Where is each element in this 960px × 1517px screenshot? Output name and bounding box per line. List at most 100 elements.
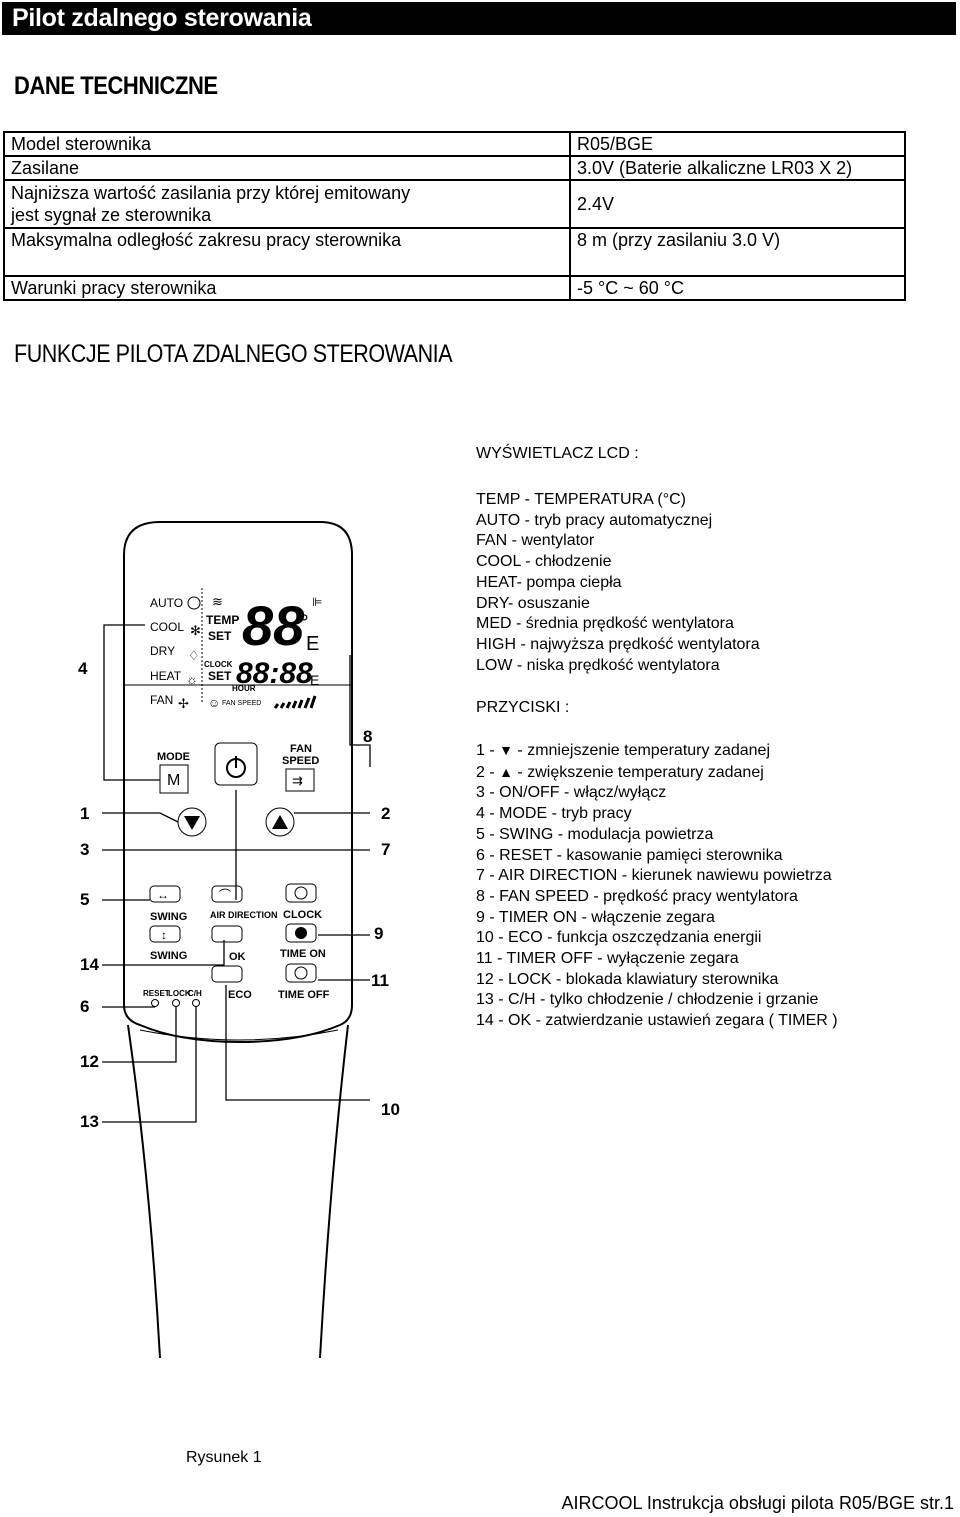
callout-10: 10 (381, 1100, 400, 1119)
page-footer: AIRCOOL Instrukcja obsługi pilota R05/BG… (561, 1493, 954, 1513)
signal-icon: ≋ (212, 594, 223, 609)
remote-control-illustration: AUTO COOL DRY HEAT FAN ✻ ♢ ☼ ✢ TEMP SET … (102, 521, 371, 1359)
lcd-mode-heat: HEAT (150, 669, 182, 683)
horizontal-arrow-icon: ↔ (157, 888, 169, 902)
callout-5: 5 (80, 890, 90, 909)
fan-speed-button[interactable] (285, 768, 315, 792)
temp-up-button[interactable] (265, 807, 295, 837)
up-triangle-icon (272, 815, 288, 829)
fan-speed-label-2: SPEED (282, 755, 319, 767)
buttons-legend: 1 - ▼ - zmniejszenie temperatury zadanej… (476, 740, 838, 1032)
callout-3: 3 (80, 840, 90, 859)
lcd-set-label: SET (208, 629, 232, 643)
ch-button[interactable] (192, 999, 200, 1007)
mode-button[interactable] (159, 764, 189, 794)
lcd-temp-label: TEMP (206, 613, 239, 627)
air-direction-label: AIR DIRECTION (210, 910, 278, 920)
callout-1: 1 (80, 804, 90, 823)
mode-label: MODE (157, 751, 190, 763)
remote-lower-panel-edge (139, 1029, 339, 1041)
list-item: COOL - chłodzenie (476, 553, 612, 571)
callout-4: 4 (78, 659, 88, 678)
callout-6: 6 (80, 997, 90, 1016)
table-row: Maksymalna odległość zakresu pracy stero… (3, 227, 906, 277)
clock-icon (294, 886, 308, 900)
fan-speed-arrow-icon: ⇉ (292, 773, 303, 788)
callout-leader-lines (102, 624, 371, 1123)
fan-speed-bars-icon (273, 695, 317, 709)
list-item: 4 - MODE - tryb pracy (476, 805, 632, 823)
down-triangle-icon: ▼ (499, 742, 513, 758)
reset-label: RESET (143, 989, 170, 998)
time-on-icon (295, 927, 307, 939)
spec-value: 3.0V (Baterie alkaliczne LR03 X 2) (569, 155, 906, 181)
lcd-set2-label: SET (208, 669, 232, 683)
list-item-text: - zwiększenie temperatury zadanej (512, 763, 764, 781)
list-item: 6 - RESET - kasowanie pamięci sterownika (476, 846, 783, 864)
power-button[interactable] (214, 742, 258, 786)
table-row: Najniższa wartość zasilania przy której … (3, 179, 906, 229)
drop-icon: ♢ (188, 648, 200, 663)
air-direction-button[interactable] (211, 885, 243, 903)
list-item: 10 - ECO - funkcja oszczędzania energii (476, 929, 762, 947)
time-on-button[interactable] (285, 923, 317, 943)
list-item: MED - średnia prędkość wentylatora (476, 615, 734, 633)
auto-icon (187, 596, 201, 610)
figure-caption: Rysunek 1 (186, 1449, 262, 1466)
lcd-display: AUTO COOL DRY HEAT FAN ✻ ♢ ☼ ✢ TEMP SET … (150, 588, 322, 711)
remote-body-outline (123, 521, 353, 1044)
list-item: 13 - C/H - tylko chłodzenie / chłodzenie… (476, 991, 819, 1009)
list-item: 2 - ▲ - zwiększenie temperatury zadanej (476, 762, 838, 784)
fan-speed-label-1: FAN (290, 743, 312, 755)
spec-label: Warunki pracy sterownika (3, 275, 571, 301)
list-item: DRY- osuszanie (476, 594, 590, 612)
list-item: 1 - ▼ - zmniejszenie temperatury zadanej (476, 740, 838, 762)
lock-button[interactable] (172, 999, 180, 1007)
lcd-temp-digits: 88 (242, 594, 305, 657)
list-item: AUTO - tryb pracy automatycznej (476, 511, 713, 529)
callout-8: 8 (363, 727, 373, 746)
swing-label-2: SWING (150, 950, 187, 962)
vertical-arrow-icon: ↕ (161, 928, 167, 942)
list-item: HIGH - najwyższa prędkość wentylatora (476, 635, 760, 653)
table-row: Model sterownika R05/BGE (3, 131, 906, 157)
list-item: FAN - wentylator (476, 532, 595, 550)
remote-body-bottom (127, 1024, 349, 1359)
lcd-fan-speed-label: FAN SPEED (222, 700, 261, 707)
spec-value: -5 °C ~ 60 °C (569, 275, 906, 301)
lcd-unit-e1: E (306, 633, 319, 655)
ch-label: C/H (188, 989, 202, 998)
list-item-prefix: 1 - (476, 742, 500, 759)
reset-button[interactable] (151, 999, 159, 1007)
clock-label: CLOCK (283, 909, 322, 921)
down-triangle-icon (184, 816, 200, 830)
clock-button[interactable] (285, 883, 317, 903)
lcd-degree: ° (300, 610, 309, 635)
table-row: Zasilane 3.0V (Baterie alkaliczne LR03 X… (3, 155, 906, 181)
spec-label: Model sterownika (3, 131, 571, 157)
spec-label: Zasilane (3, 155, 571, 181)
list-item: TEMP - TEMPERATURA (°C) (476, 491, 686, 508)
swing-vertical-button[interactable] (149, 925, 181, 943)
lcd-unit-e2: E (310, 672, 319, 688)
snowflake-icon: ✻ (190, 623, 201, 638)
specs-table: Model sterownika R05/BGE Zasilane 3.0V (… (3, 131, 906, 301)
time-off-button[interactable] (285, 963, 317, 983)
callout-9: 9 (374, 924, 384, 943)
callout-14: 14 (80, 955, 99, 974)
spec-value: 8 m (przy zasilaniu 3.0 V) (569, 227, 906, 277)
ok-button[interactable] (211, 925, 243, 943)
swing-label-1: SWING (150, 911, 187, 923)
page-header: Pilot zdalnego sterowania (2, 2, 956, 35)
swing-horizontal-button[interactable] (149, 885, 181, 903)
table-row: Warunki pracy sterownika -5 °C ~ 60 °C (3, 275, 906, 301)
list-item: HEAT- pompa ciepła (476, 573, 622, 591)
air-direction-icon: ⌒ (219, 888, 231, 902)
eco-button[interactable] (211, 965, 243, 983)
callout-13: 13 (80, 1112, 99, 1131)
spec-label: Najniższa wartość zasilania przy której … (3, 179, 571, 229)
callout-7: 7 (381, 840, 391, 859)
list-item-text: - zmniejszenie temperatury zadanej (512, 742, 770, 759)
list-item: LOW - niska prędkość wentylatora (476, 656, 720, 674)
lock-label: LOCK (168, 989, 191, 998)
